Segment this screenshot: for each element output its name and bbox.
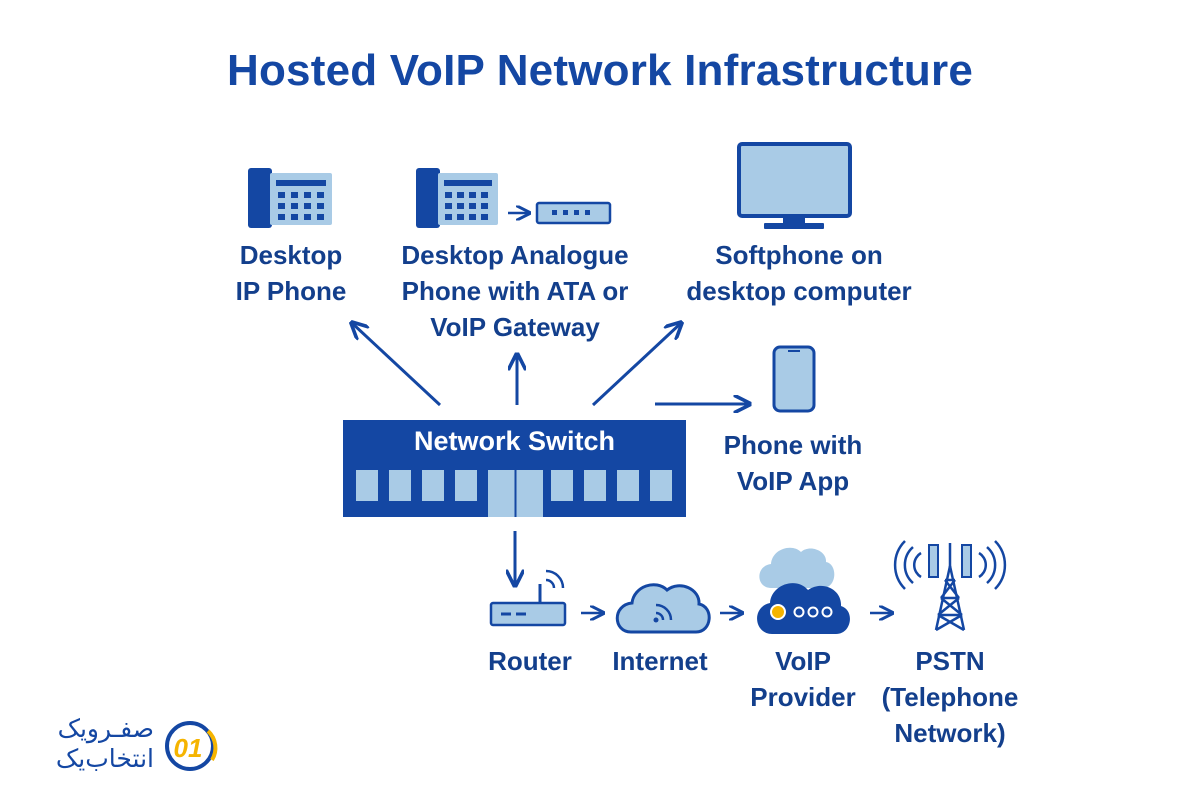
smartphone-icon <box>772 345 816 413</box>
mobile-app-label-line2: VoIP App <box>736 466 850 496</box>
network-switch-label: Network Switch <box>413 426 616 456</box>
logo-mark: 01 <box>165 721 218 771</box>
softphone-label-line2: desktop computer <box>686 276 912 306</box>
analogue-phone-label-line3: VoIP Gateway <box>430 312 600 342</box>
monitor-icon <box>737 142 852 229</box>
softphone-label-line1: Softphone on <box>715 240 883 270</box>
switch-to-softphone-arrow <box>591 324 680 407</box>
pstn-label: PSTN (Telephone Network) <box>869 643 1031 751</box>
router-icon <box>489 569 567 627</box>
desktop-ip-phone-label: Desktop IP Phone <box>211 237 371 309</box>
cell-tower-icon <box>893 540 1007 632</box>
logo-text-line1: صفـرویک <box>57 714 154 743</box>
analogue-phone-icon <box>416 168 498 228</box>
desktop-ip-phone-label-line2: IP Phone <box>235 276 347 306</box>
internet-cloud-icon <box>615 583 711 634</box>
voip-provider-cloud-icon <box>757 547 850 634</box>
analogue-phone-label: Desktop Analogue Phone with ATA or VoIP … <box>375 237 655 345</box>
desktop-ip-phone-label-line1: Desktop <box>239 240 343 270</box>
ata-gateway-icon <box>535 201 612 225</box>
analogue-phone-label-line2: Phone with ATA or <box>401 276 629 306</box>
logo-mark-text: 01 <box>174 733 203 763</box>
voip-provider-label-line1: VoIP <box>775 646 831 676</box>
logo-text-line2: انتخاب‌یک <box>55 744 154 773</box>
analogue-phone-label-line1: Desktop Analogue <box>401 240 629 270</box>
pstn-label-line2: (Telephone <box>881 682 1019 712</box>
network-switch <box>343 420 686 517</box>
mobile-app-label: Phone with VoIP App <box>702 427 884 499</box>
softphone-label: Softphone on desktop computer <box>664 237 934 309</box>
voip-provider-label-line2: Provider <box>750 682 856 712</box>
switch-to-ip-phone-arrow <box>353 324 442 407</box>
desk-phone-icon <box>248 168 332 228</box>
pstn-label-line3: Network) <box>894 718 1006 748</box>
pstn-label-line1: PSTN <box>915 646 985 676</box>
router-label: Router <box>488 646 572 676</box>
internet-label: Internet <box>612 646 708 676</box>
voip-provider-label: VoIP Provider <box>737 643 869 715</box>
page-title: Hosted VoIP Network Infrastructure <box>227 46 973 95</box>
mobile-app-label-line1: Phone with <box>723 430 863 460</box>
logo-text: صفـرویک انتخاب‌یک <box>22 714 154 774</box>
